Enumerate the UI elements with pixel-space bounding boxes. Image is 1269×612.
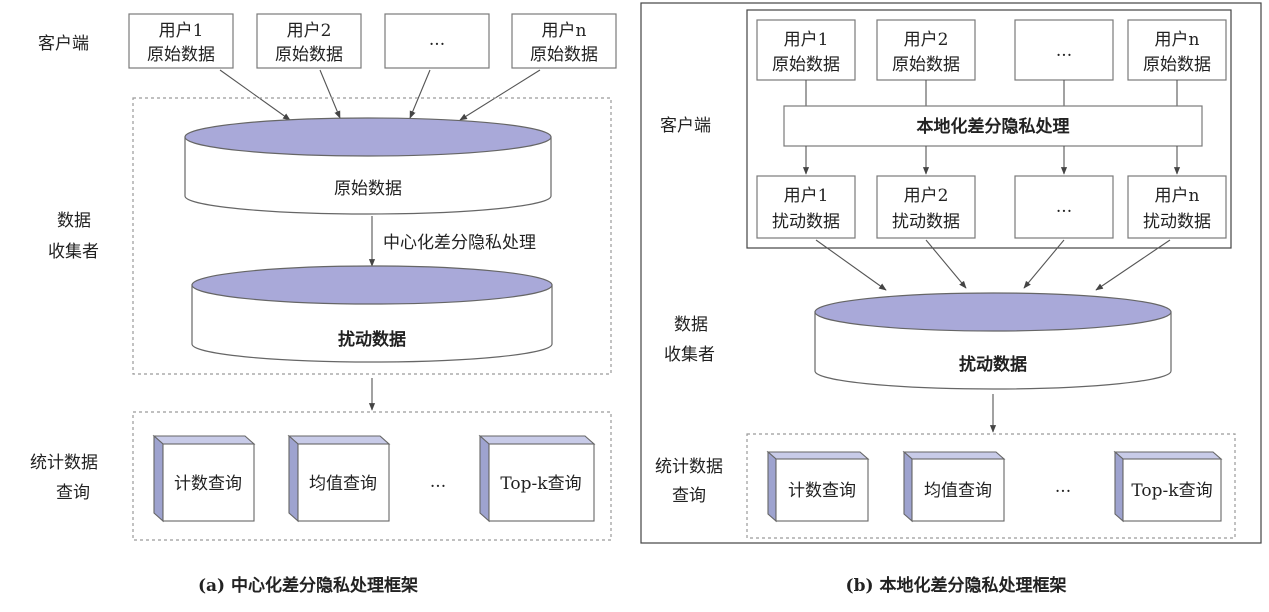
panel-a-query-cube: 计数查询 xyxy=(152,434,256,523)
panel-b-perturbed-db-label: 扰动数据 xyxy=(959,354,1027,375)
panel-b-stats-label-2: 查询 xyxy=(672,486,706,506)
panel-b-puser-ellipsis: ... xyxy=(1056,197,1072,217)
panel-a-user-2-line2: 原始数据 xyxy=(275,45,343,65)
panel-a-raw-db-cylinder: 原始数据 xyxy=(184,117,552,215)
panel-b-user-2-line1: 用户2 xyxy=(904,30,949,50)
panel-b-user-ellipsis: ... xyxy=(1056,41,1072,61)
panel-b-user-box: ... xyxy=(1014,19,1114,81)
panel-a-collector-label-2: 收集者 xyxy=(48,242,99,262)
panel-a-user-box: ... xyxy=(384,13,490,69)
panel-a-user-n-line2: 原始数据 xyxy=(530,45,598,65)
panel-a-stats-label-1: 统计数据 xyxy=(30,453,98,473)
panel-a-stats-area xyxy=(132,411,612,541)
panel-b-stats-area xyxy=(746,433,1236,539)
panel-b-perturbed-db-cylinder: 扰动数据 xyxy=(814,292,1172,390)
panel-b-user-1-line1: 用户1 xyxy=(784,30,829,50)
panel-b-query-count: 计数查询 xyxy=(788,481,856,501)
panel-b-collector-label-2: 收集者 xyxy=(664,345,715,365)
panel-b-user-box: 用户n 原始数据 xyxy=(1127,19,1227,81)
panel-a-query-cube: 均值查询 xyxy=(287,434,391,523)
panel-b-user-n-line1: 用户n xyxy=(1155,30,1200,50)
panel-a-perturbed-db-cylinder: 扰动数据 xyxy=(191,265,553,363)
panel-b-local-process-label: 本地化差分隐私处理 xyxy=(917,116,1070,137)
panel-b-perturbed-user-box: 用户1 扰动数据 xyxy=(756,175,856,239)
panel-b-user-box: 用户2 原始数据 xyxy=(876,19,976,81)
panel-b-puser-n-line1: 用户n xyxy=(1155,186,1200,206)
panel-b-frame xyxy=(640,2,1262,544)
panel-a-query-count: 计数查询 xyxy=(174,474,242,494)
panel-b-query-cube: Top-k查询 xyxy=(1113,450,1223,523)
panel-a-user-ellipsis: ... xyxy=(429,30,445,50)
panel-b-collector-label-1: 数据 xyxy=(674,315,708,335)
panel-b-stats-label-1: 统计数据 xyxy=(655,457,723,477)
panel-b-puser-1-line1: 用户1 xyxy=(784,186,829,206)
panel-b-user-n-line2: 原始数据 xyxy=(1143,55,1211,75)
panel-a-query-cube: Top-k查询 xyxy=(478,434,596,523)
panel-a-user-box: 用户n 原始数据 xyxy=(511,13,617,69)
panel-b-puser-2-line1: 用户2 xyxy=(904,186,949,206)
panel-a-perturbed-db-label: 扰动数据 xyxy=(338,329,406,350)
panel-b-client-area xyxy=(746,9,1232,249)
panel-b-caption: (b) 本地化差分隐私处理框架 xyxy=(846,575,1067,596)
panel-a-query-topk: Top-k查询 xyxy=(500,474,581,494)
panel-b-perturbed-user-box: 用户n 扰动数据 xyxy=(1127,175,1227,239)
panel-a-user-1-line2: 原始数据 xyxy=(147,45,215,65)
panel-a: 客户端 数据 收集者 统计数据 查询 用户1 原始数据 用户2 原始数据 ...… xyxy=(30,13,617,596)
panel-b-user-box: 用户1 原始数据 xyxy=(756,19,856,81)
panel-b-query-cube: 计数查询 xyxy=(766,450,870,523)
panel-a-client-label: 客户端 xyxy=(38,34,89,54)
panel-b-query-topk: Top-k查询 xyxy=(1131,481,1212,501)
panel-a-query-mean: 均值查询 xyxy=(309,474,377,494)
panel-b-perturbed-user-box: ... xyxy=(1014,175,1114,239)
panel-b-puser-2-line2: 扰动数据 xyxy=(892,212,960,232)
panel-b-user-2-line2: 原始数据 xyxy=(892,55,960,75)
panel-a-user-box: 用户1 原始数据 xyxy=(128,13,234,69)
panel-a-user-2-line1: 用户2 xyxy=(287,21,332,41)
panel-a-collector-area xyxy=(132,97,612,375)
panel-a-raw-db-label: 原始数据 xyxy=(334,179,402,199)
panel-b-local-process-bar: 本地化差分隐私处理 xyxy=(783,105,1203,147)
panel-a-process-label: 中心化差分隐私处理 xyxy=(383,233,536,253)
panel-a-user-box: 用户2 原始数据 xyxy=(256,13,362,69)
panel-b-query-mean: 均值查询 xyxy=(924,481,992,501)
panel-b-user-1-line2: 原始数据 xyxy=(772,55,840,75)
panel-b-puser-1-line2: 扰动数据 xyxy=(772,212,840,232)
panel-a-stats-label-2: 查询 xyxy=(56,483,90,503)
panel-b-perturbed-user-box: 用户2 扰动数据 xyxy=(876,175,976,239)
panel-b-query-cube: 均值查询 xyxy=(902,450,1006,523)
panel-a-caption: (a) 中心化差分隐私处理框架 xyxy=(198,575,418,596)
panel-a-query-ellipsis: ... xyxy=(430,472,446,492)
panel-b: 客户端 数据 收集者 统计数据 查询 用户1 原始数据 用户2 原始数据 ...… xyxy=(640,2,1262,596)
panel-b-client-label: 客户端 xyxy=(660,116,711,136)
panel-b-puser-n-line2: 扰动数据 xyxy=(1143,212,1211,232)
panel-b-query-ellipsis: ... xyxy=(1055,477,1071,497)
panel-a-collector-label-1: 数据 xyxy=(57,211,91,231)
panel-a-user-n-line1: 用户n xyxy=(542,21,587,41)
panel-a-user-1-line1: 用户1 xyxy=(159,21,204,41)
